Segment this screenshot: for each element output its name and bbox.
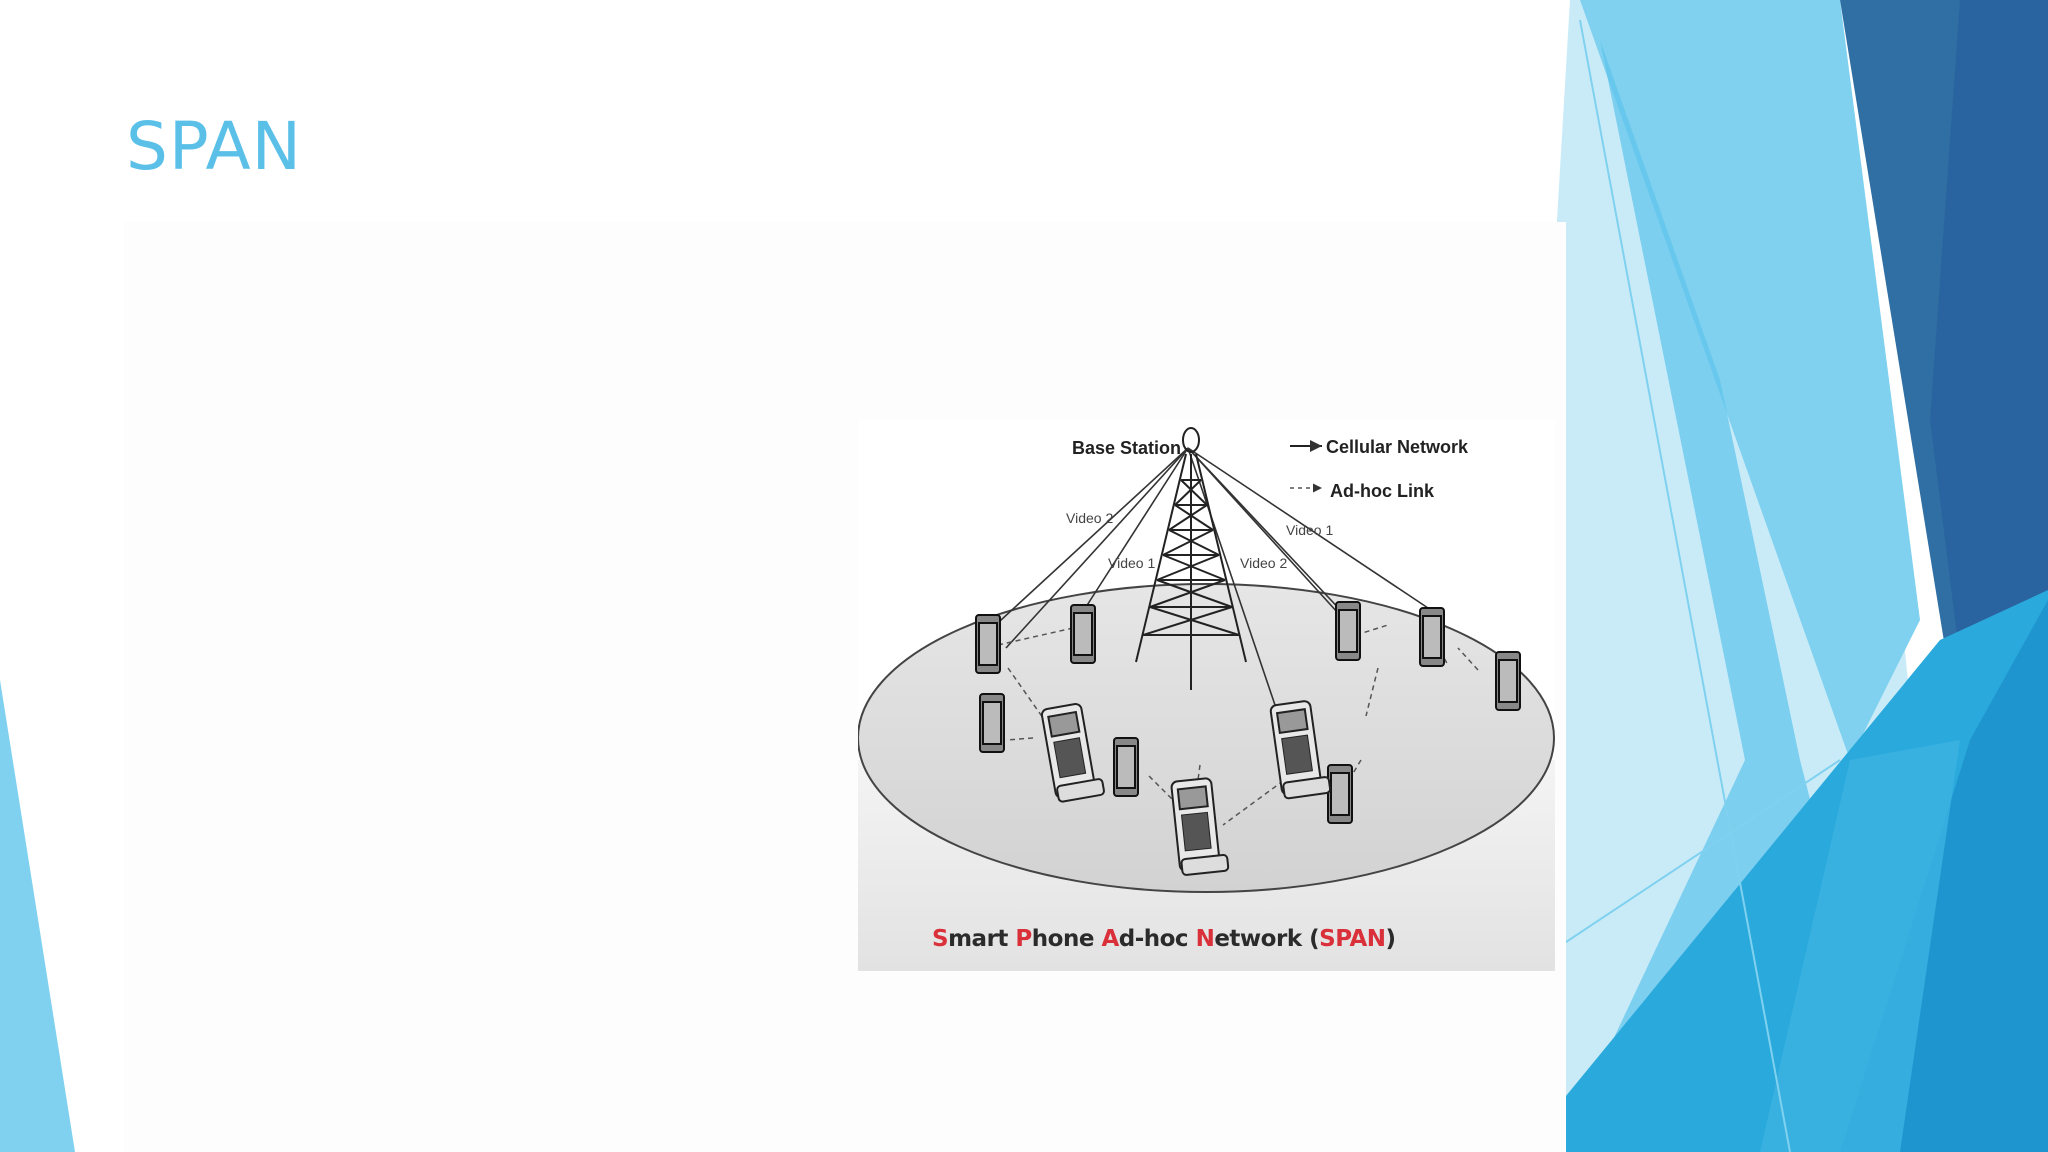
cellular-links	[987, 447, 1432, 709]
legend-adhoc-label: Ad-hoc Link	[1330, 481, 1435, 501]
smartphone-icon	[1070, 604, 1096, 664]
feature-phone-icons	[1040, 700, 1332, 876]
video2-right-label: Video 2	[1240, 555, 1287, 571]
feature-phone-icon	[1269, 700, 1332, 800]
right-panel-shape	[1580, 0, 1920, 760]
smartphone-icon	[1335, 601, 1361, 661]
video1-left-label: Video 1	[1108, 555, 1155, 571]
video2-left-label: Video 2	[1066, 510, 1113, 526]
diagram-canvas: Cellular Network Ad-hoc Link Base Statio…	[858, 427, 1555, 971]
caption-close: )	[1385, 926, 1397, 952]
smartphone-icon	[1113, 737, 1139, 797]
decor-line-1	[1579, 19, 1791, 1152]
base-station-tower	[1135, 427, 1247, 690]
feature-phone-icon	[1170, 777, 1230, 876]
smartphone-icon	[1495, 651, 1521, 711]
right-panel-overlay	[1760, 740, 1960, 1152]
smartphone-icon	[1327, 764, 1353, 824]
smartphone-icons	[975, 601, 1521, 824]
feature-phone-icon	[1040, 703, 1105, 803]
caption-p-initial: P	[1015, 926, 1032, 952]
smartphone-icon	[975, 614, 1001, 674]
network-area-ellipse	[858, 583, 1555, 893]
figure-caption: Smart Phone Ad-hoc Network (SPAN)	[932, 926, 1396, 952]
left-accent-shape	[0, 680, 75, 1152]
video1-right-label: Video 1	[1286, 522, 1333, 538]
caption-acronym: SPAN	[1319, 926, 1386, 952]
smartphone-icon	[979, 693, 1005, 753]
caption-s-initial: S	[932, 926, 949, 952]
caption-n-initial: N	[1195, 926, 1215, 952]
caption-n-rest: etwork (	[1214, 926, 1320, 952]
caption-a-rest: d-hoc	[1118, 926, 1196, 952]
span-diagram: Cellular Network Ad-hoc Link Base Statio…	[858, 420, 1555, 971]
right-panel-stripe	[1930, 0, 2048, 740]
legend: Cellular Network Ad-hoc Link	[1290, 437, 1469, 501]
caption-s-rest: mart	[948, 926, 1016, 952]
legend-cellular-label: Cellular Network	[1326, 437, 1469, 457]
caption-p-rest: hone	[1031, 926, 1102, 952]
slide-title: SPAN	[126, 108, 302, 185]
caption-a-initial: A	[1101, 926, 1119, 952]
base-station-label: Base Station	[1072, 438, 1181, 458]
smartphone-icon	[1419, 607, 1445, 667]
